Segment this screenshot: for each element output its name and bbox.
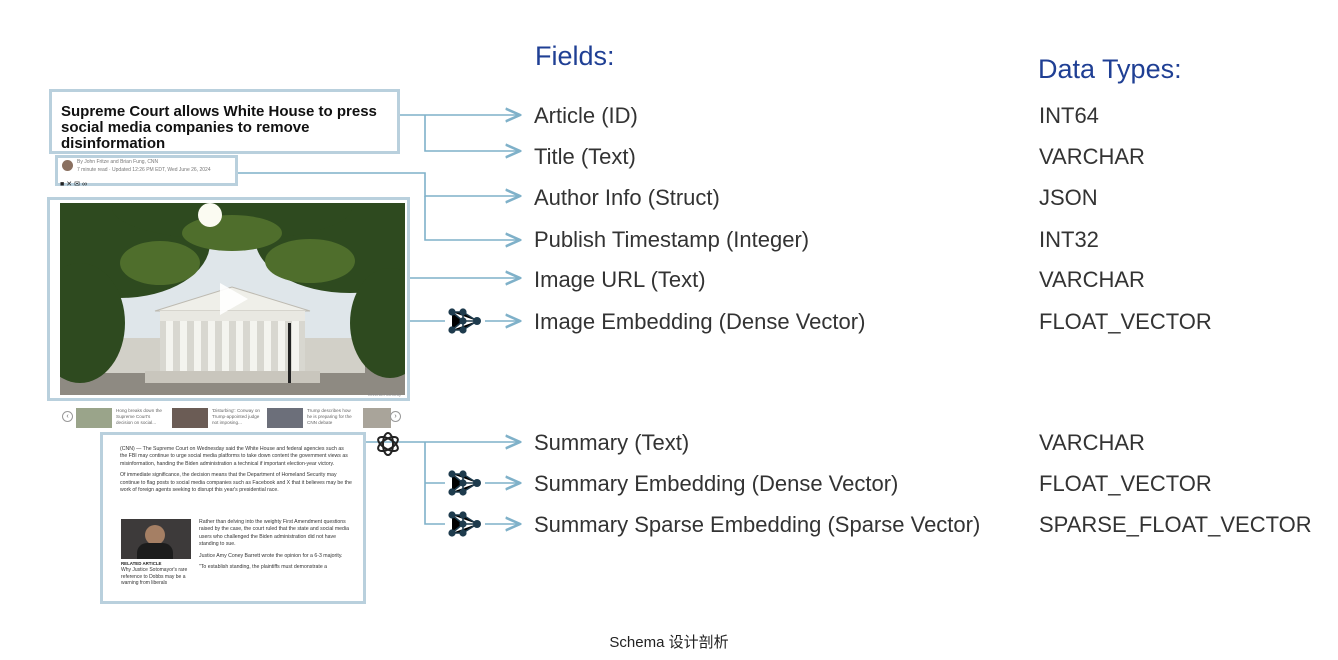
article-photo [60,203,405,395]
fields-heading: Fields: [535,41,615,71]
thumbnail-image[interactable] [363,408,391,428]
related-article-label: RELATED ARTICLE [121,561,162,566]
headline-box: Supreme Court allows White House to pres… [49,89,400,154]
carousel-prev-button[interactable]: ‹ [62,411,73,422]
data-types-heading: Data Types: [1038,54,1182,84]
type-summary: VARCHAR [1039,430,1145,455]
field-image-url: Image URL (Text) [534,267,706,292]
related-article-image[interactable] [121,519,191,559]
type-publish-timestamp: INT32 [1039,227,1099,252]
field-article-id: Article (ID) [534,103,638,128]
article-paragraph: "To establish standing, the plaintiffs m… [199,564,328,571]
article-paragraph: Justice Amy Coney Barrett wrote the opin… [199,552,343,559]
field-image-embedding: Image Embedding (Dense Vector) [534,309,866,334]
thumbnail-image[interactable] [267,408,303,428]
article-paragraph: (CNN) — The Supreme Court on Wednesday s… [120,446,348,467]
field-summary-embedding: Summary Embedding (Dense Vector) [534,471,899,496]
figure-caption: Schema 设计剖析 [609,634,729,651]
embedding-model-icon [448,308,481,334]
thumbnail-caption[interactable]: 'Disturbing': Conway on Trump-appointed … [212,408,260,425]
avatar [62,160,73,171]
image-box: Kevin Al-Fox/Getty [47,197,410,401]
type-summary-sparse-embedding: SPARSE_FLOAT_VECTOR [1039,512,1312,537]
type-article-id: INT64 [1039,103,1099,128]
author-info-box: By John Fritze and Brian Fung, CNN 7 min… [55,155,238,186]
share-icons: ■✕✉∞ [60,180,89,188]
article-paragraph: Rather than delving into the weighty Fir… [199,519,349,548]
thumbnail-image[interactable] [172,408,208,428]
llm-logo-icon [377,432,399,456]
carousel-next-button[interactable]: › [390,411,401,422]
field-summary: Summary (Text) [534,430,690,455]
x-icon[interactable]: ✕ [66,181,75,188]
field-author-info: Author Info (Struct) [534,185,720,210]
article-headline: Supreme Court allows White House to pres… [61,103,377,152]
article-body-box: (CNN) — The Supreme Court on Wednesday s… [100,432,366,604]
thumbnail-image[interactable] [76,408,112,428]
byline: By John Fritze and Brian Fung, CNN [77,159,159,165]
thumbnail-caption[interactable]: Trump describes how he is preparing for … [307,408,352,425]
type-image-url: VARCHAR [1039,267,1145,292]
type-image-embedding: FLOAT_VECTOR [1039,309,1212,334]
email-icon[interactable]: ✉ [74,181,82,188]
image-credit: Kevin Al-Fox/Getty [367,392,401,397]
facebook-icon[interactable]: ■ [60,181,67,188]
embedding-model-icon [448,470,481,496]
field-title: Title (Text) [534,144,636,169]
type-title: VARCHAR [1039,144,1145,169]
field-summary-sparse-embedding: Summary Sparse Embedding (Sparse Vector) [534,512,981,537]
link-icon[interactable]: ∞ [81,181,89,188]
embedding-model-icon [448,511,481,537]
publish-meta: 7 minute read · Updated 12:26 PM EDT, We… [77,167,211,173]
type-author-info: JSON [1039,185,1098,210]
thumbnail-caption[interactable]: Hong breaks down the Supreme Court's dec… [116,408,162,425]
article-paragraph: Of immediate significance, the decision … [120,472,352,494]
related-article-title[interactable]: Why Justice Sotomayor's rare reference t… [121,567,188,586]
field-publish-timestamp: Publish Timestamp (Integer) [534,227,810,252]
type-summary-embedding: FLOAT_VECTOR [1039,471,1212,496]
